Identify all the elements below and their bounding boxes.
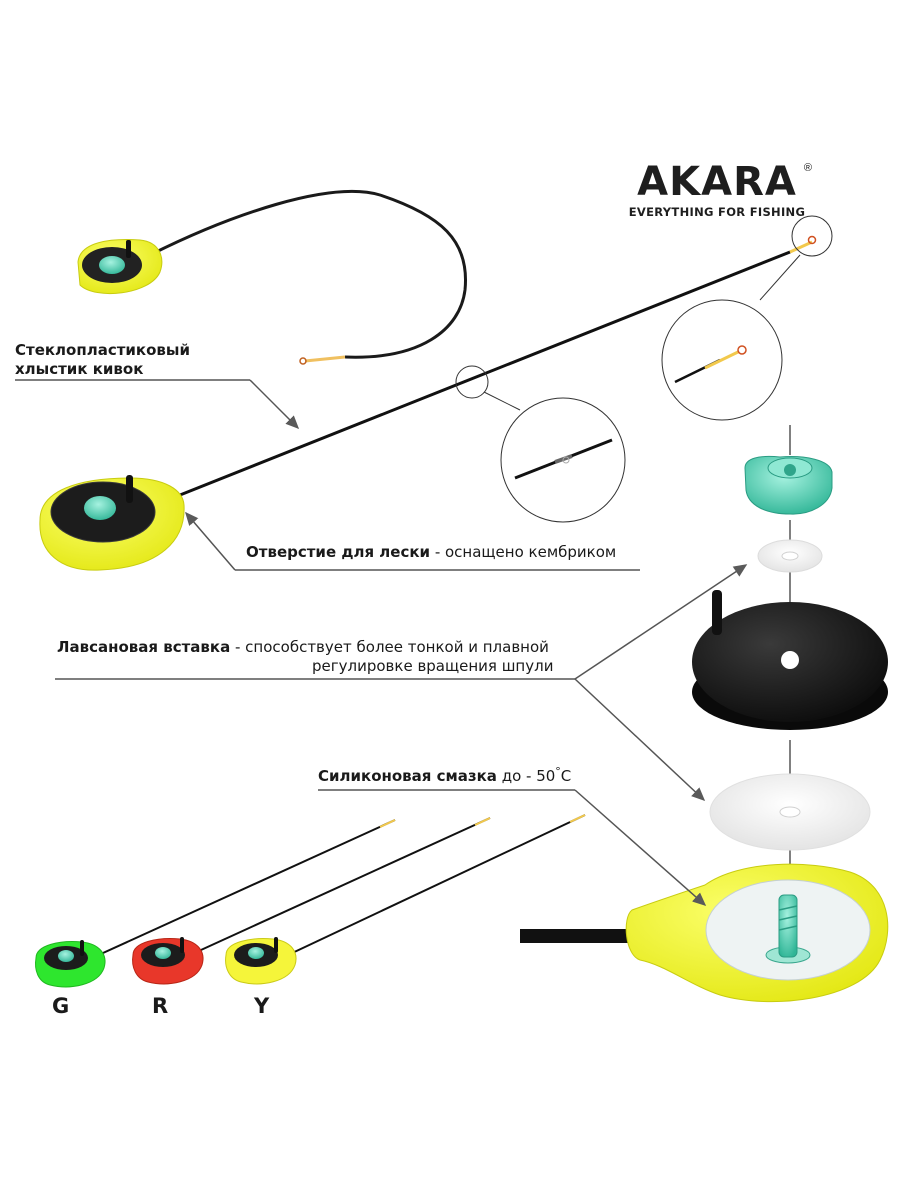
callout-lavsan-bold: Лавсановая вставка xyxy=(57,638,231,656)
variant-label-g: G xyxy=(52,994,70,1018)
callout-silicone-unit: С xyxy=(560,767,572,785)
zoom-circle-small-tip xyxy=(759,215,833,301)
brand-logo: AKARA ® EVERYTHING FOR FISHING xyxy=(622,160,812,219)
callout-line-hole-rest: - оснащено кембриком xyxy=(430,543,617,561)
variant-rod-red xyxy=(132,817,491,985)
callout-silicone-bold: Силиконовая смазка xyxy=(318,767,497,785)
zoom-detail-tip xyxy=(661,299,783,421)
teal-knob xyxy=(744,455,833,515)
callout-line-hole: Отверстие для лески - оснащено кембриком xyxy=(246,543,616,562)
callout-lavsan-line2-text: регулировке вращения шпули xyxy=(312,657,554,675)
callout-silicone: Силиконовая смазка до - 50°С xyxy=(318,762,571,786)
variant-label-y: Y xyxy=(254,994,270,1018)
leader-silicone xyxy=(318,789,707,906)
callout-lavsan-rest: - способствует более тонкой и плавной xyxy=(230,638,549,656)
black-spool xyxy=(692,590,888,730)
leader-lavsan xyxy=(55,564,748,802)
leader-tip xyxy=(15,379,300,430)
callout-silicone-degree: ° xyxy=(555,765,561,778)
main-reel xyxy=(39,475,185,571)
zoom-circle-small-mid xyxy=(455,365,521,411)
callout-tip-line1: Стеклопластиковый xyxy=(15,341,190,359)
lavsan-disc xyxy=(709,773,871,851)
callout-silicone-rest: до - 50 xyxy=(496,767,556,785)
callout-line-hole-bold: Отверстие для лески xyxy=(246,543,431,561)
variant-rod-green xyxy=(35,819,396,988)
variant-label-r: R xyxy=(152,994,169,1018)
variant-rod-yellow xyxy=(225,814,586,985)
callout-lavsan-line2: регулировке вращения шпули xyxy=(312,657,553,676)
registered-mark: ® xyxy=(803,162,812,174)
leader-line-hole xyxy=(185,511,640,571)
top-rod-bent xyxy=(77,190,468,365)
callout-tip: Стеклопластиковый хлыстик кивок xyxy=(15,341,190,379)
white-washer xyxy=(757,539,823,573)
zoom-detail-joint xyxy=(500,397,626,523)
brand-tagline: EVERYTHING FOR FISHING xyxy=(628,205,806,219)
reel-base-yellow xyxy=(520,863,889,1003)
brand-name: AKARA xyxy=(637,159,797,205)
callout-tip-line2: хлыстик кивок xyxy=(15,360,144,378)
callout-lavsan: Лавсановая вставка - способствует более … xyxy=(57,638,549,657)
